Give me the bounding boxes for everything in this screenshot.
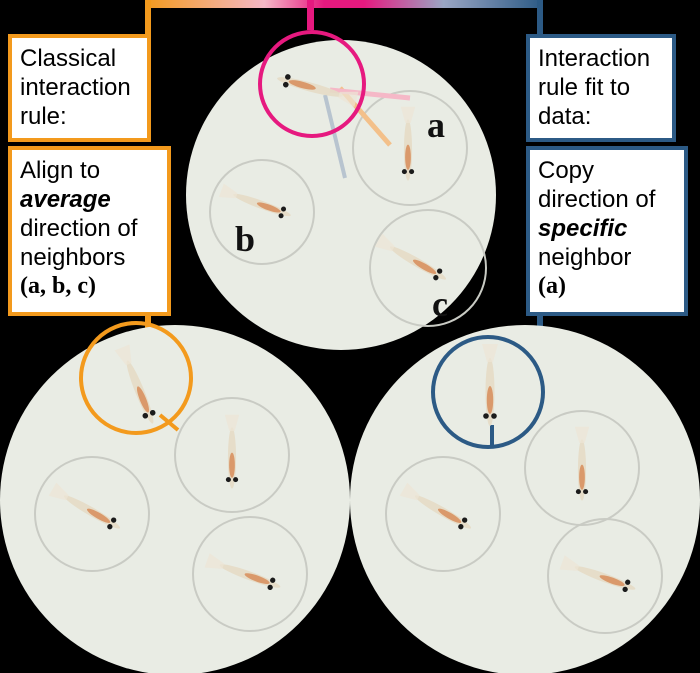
neighbor-zone — [547, 518, 663, 634]
top-dish — [186, 30, 496, 350]
neighbor-zone — [174, 397, 290, 513]
fitted-rule-title: Interaction rule fit to data: — [526, 34, 676, 142]
classical-rule-title: Classical interaction rule: — [8, 34, 151, 142]
orange-connector-top — [145, 0, 151, 40]
direction-line-b — [323, 94, 347, 179]
neighbor-zone-c — [369, 209, 487, 327]
neighbor-zone — [192, 516, 308, 632]
blue-connector-top — [537, 0, 543, 40]
left-dish — [0, 321, 350, 673]
heading-tick — [158, 413, 180, 432]
neighbor-zone — [34, 456, 150, 572]
fitted-rule-description: Copy direction of specific neighbor (a) — [526, 146, 688, 316]
focal-fish-zone-fitted — [431, 335, 545, 449]
direction-line-c — [329, 87, 411, 101]
focal-connector — [307, 0, 314, 30]
top-bar — [145, 0, 543, 8]
focal-fish-zone-classical — [79, 321, 193, 435]
focal-fish-zone — [258, 30, 366, 138]
neighbor-zone-a — [352, 90, 468, 206]
neighbor-zone-b — [209, 159, 315, 265]
neighbor-label-b: b — [235, 219, 256, 259]
right-dish — [350, 325, 700, 673]
neighbor-zone — [524, 410, 640, 526]
neighbor-label-a: a — [427, 105, 445, 145]
classical-rule-description: Align to average direction of neighbors … — [8, 146, 171, 316]
neighbor-label-c: c — [432, 284, 448, 324]
neighbor-zone — [385, 456, 501, 572]
